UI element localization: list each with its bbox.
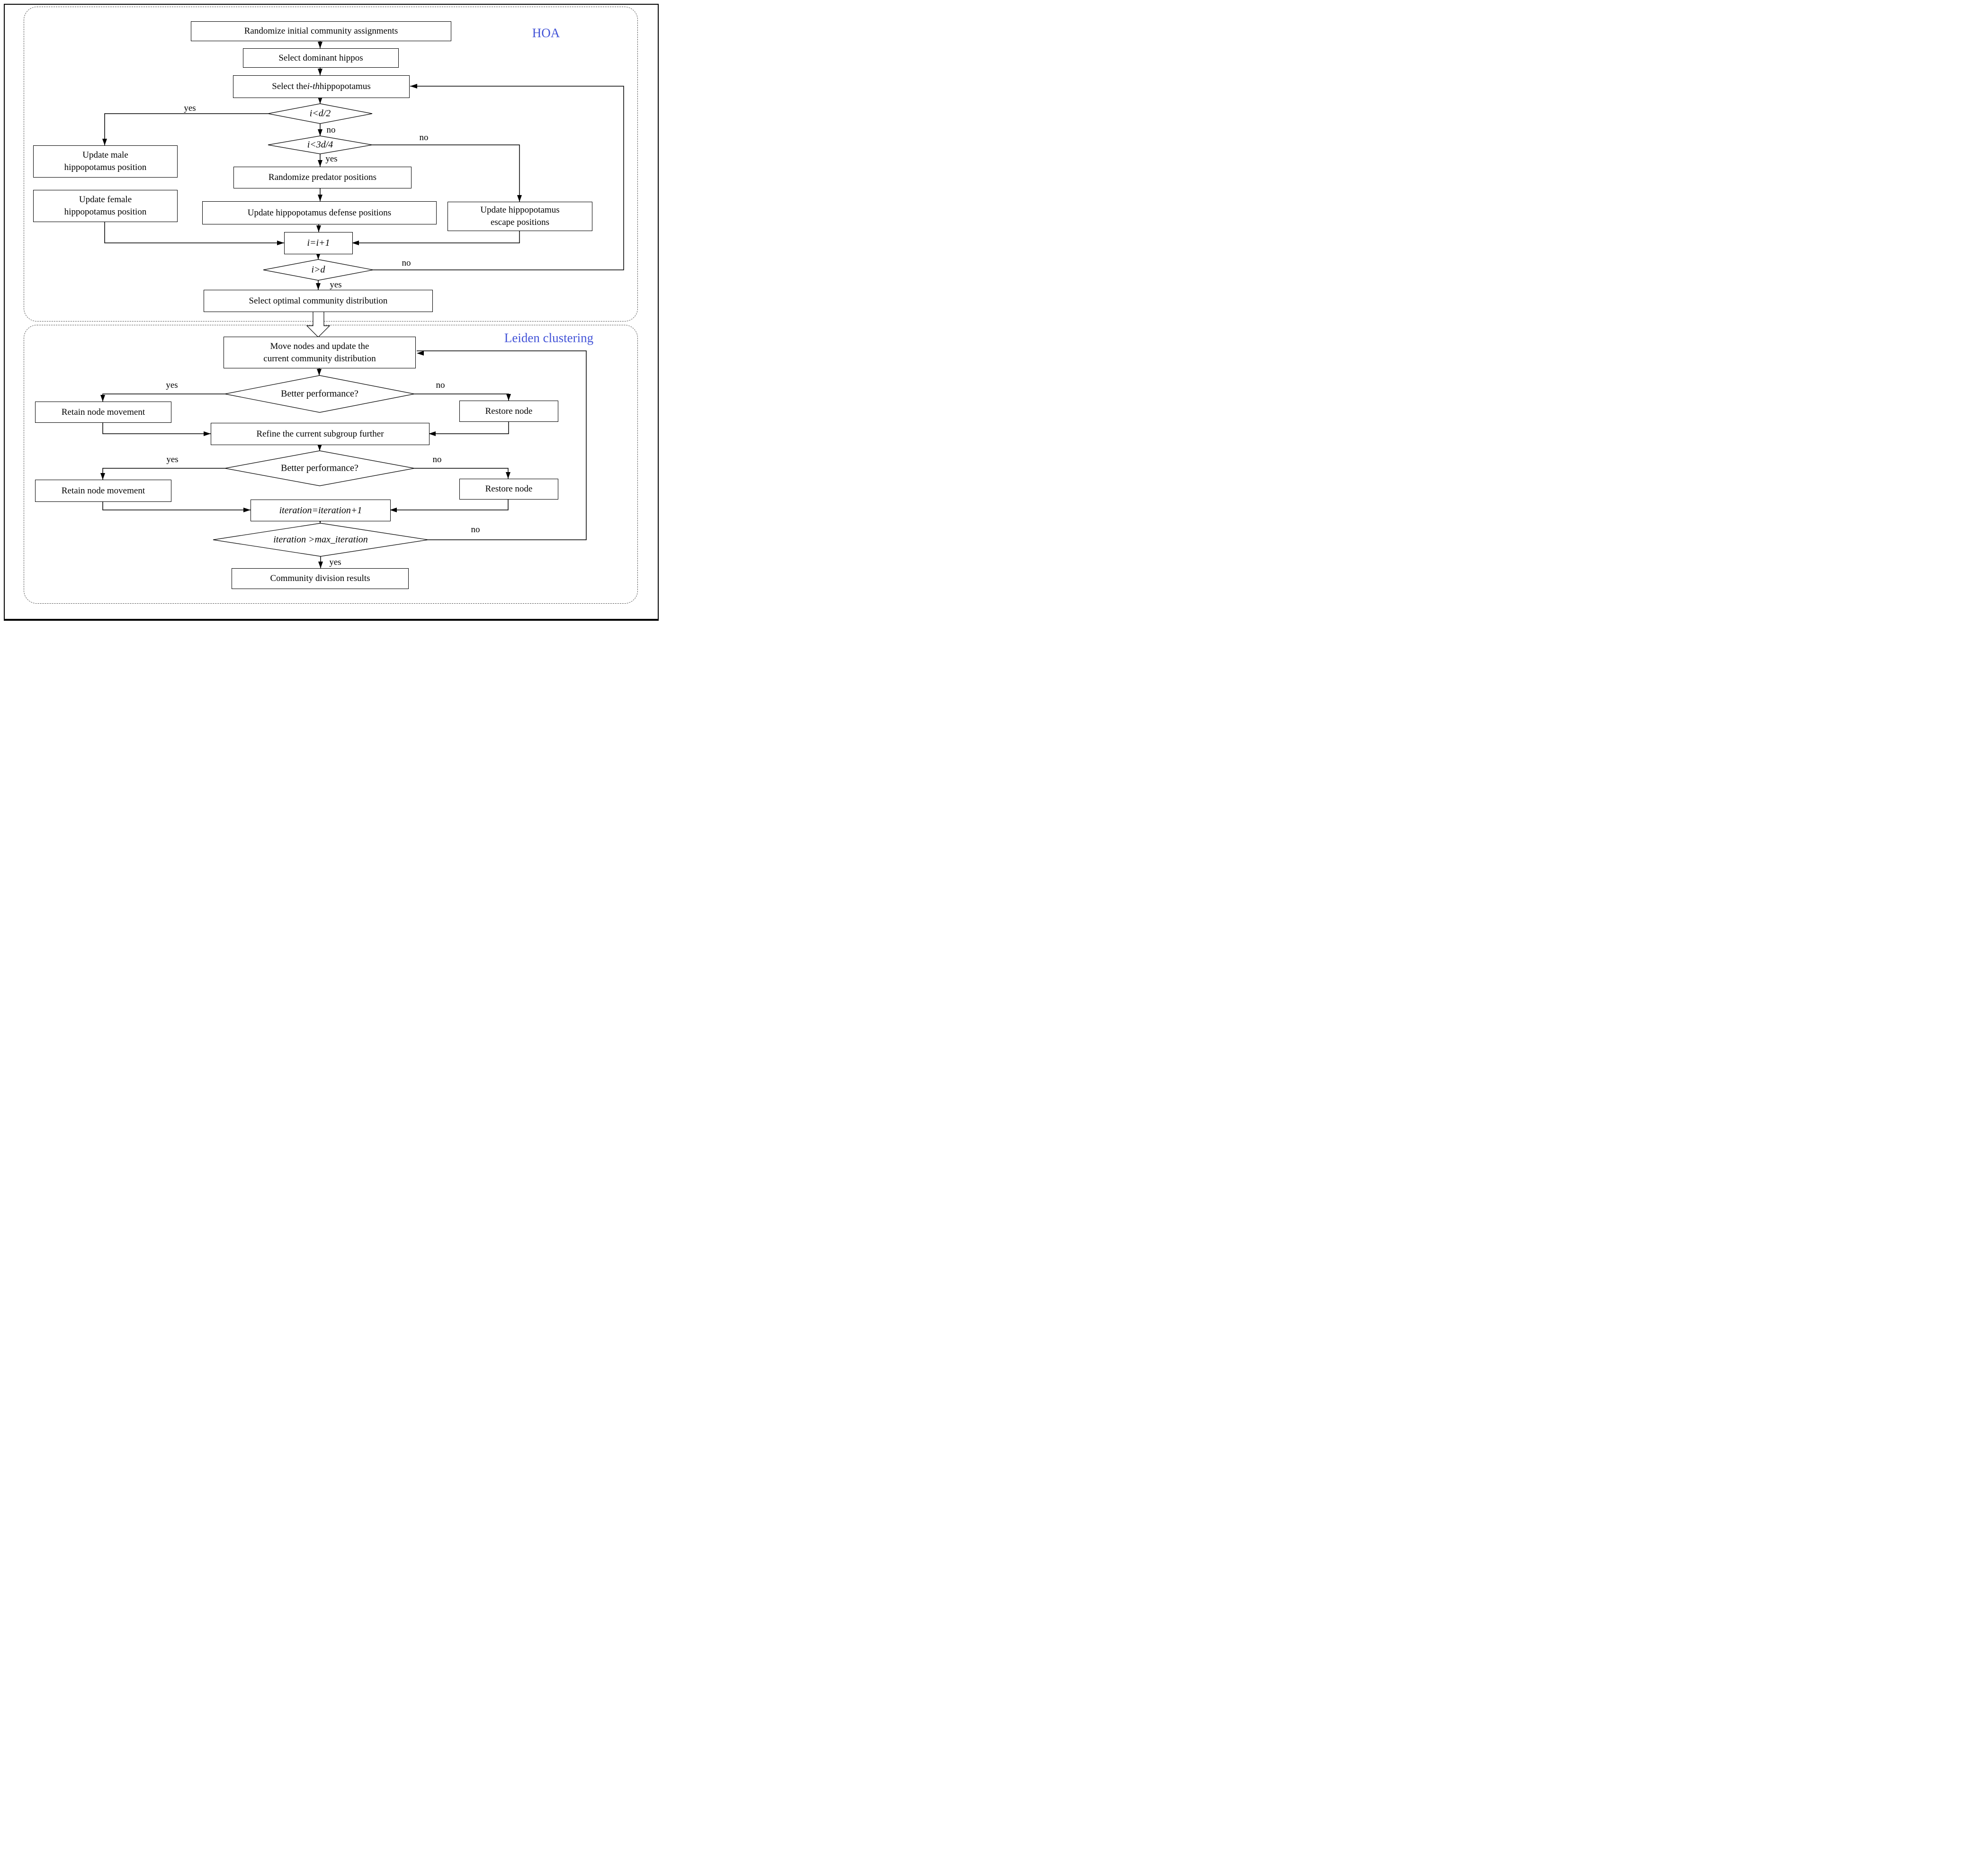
- node-update-defense: Update hippopotamus defense positions: [202, 201, 437, 224]
- label-better-performance-1: Better performance?: [281, 388, 358, 399]
- arrowheads: [100, 42, 522, 568]
- edge-label-yes-i-gt-d: yes: [330, 280, 342, 290]
- outer-border: [4, 4, 659, 621]
- label-cond-max-iteration: iteration >max_iteration: [273, 534, 368, 545]
- node-randomize-predator: Randomize predator positions: [233, 167, 412, 188]
- node-update-male: Update male hippopotamus position: [33, 145, 178, 178]
- edge-label-yes-i-lt-3d4: yes: [325, 154, 338, 164]
- section-transition-arrow-icon: [306, 311, 331, 338]
- connector-lines: [100, 40, 624, 568]
- label-cond-i-gt-d: i>d: [311, 264, 325, 275]
- diamond-i-lt-3d4: [268, 135, 373, 154]
- node-select-dominant: Select dominant hippos: [243, 48, 399, 68]
- hoa-title: HOA: [532, 26, 560, 40]
- edge-label-yes-performance-2: yes: [166, 455, 179, 465]
- select-ith-variable: i-th: [307, 81, 320, 92]
- section-leiden: [24, 325, 638, 604]
- diamond-i-gt-d: [263, 259, 374, 281]
- leiden-title: Leiden clustering: [504, 331, 594, 345]
- node-increment-i: i=i+1: [284, 232, 353, 254]
- node-update-female: Update female hippopotamus position: [33, 190, 178, 222]
- node-refine-subgroup: Refine the current subgroup further: [211, 423, 430, 445]
- label-cond-i-lt-d2: i<d/2: [309, 108, 331, 119]
- edge-label-yes-performance-1: yes: [166, 380, 178, 390]
- node-retain-1: Retain node movement: [35, 402, 171, 423]
- edge-label-no-performance-2: no: [432, 455, 442, 465]
- label-cond-i-lt-3d4: i<3d/4: [307, 139, 333, 150]
- edge-label-no-max-iteration: no: [471, 525, 480, 535]
- node-community-results: Community division results: [232, 568, 409, 589]
- edge-label-no-i-gt-d: no: [402, 258, 411, 268]
- select-ith-suffix: hippopotamus: [320, 81, 371, 92]
- diamond-i-lt-d2: [268, 103, 373, 124]
- label-better-performance-2: Better performance?: [281, 463, 358, 473]
- diamond-better-performance-1: [224, 375, 415, 413]
- node-increment-iteration: iteration=iteration+1: [251, 500, 391, 521]
- node-retain-2: Retain node movement: [35, 480, 171, 502]
- node-randomize-initial: Randomize initial community assignments: [191, 21, 451, 41]
- edge-label-no-i-lt-d2: no: [326, 125, 336, 135]
- node-select-ith: Select the i-th hippopotamus: [233, 75, 410, 98]
- edge-label-no-i-lt-3d4: no: [419, 133, 429, 143]
- node-select-optimal: Select optimal community distribution: [204, 290, 433, 312]
- select-ith-prefix: Select the: [272, 81, 307, 92]
- edge-label-yes-i-lt-d2: yes: [184, 103, 196, 113]
- edge-label-no-performance-1: no: [436, 380, 445, 390]
- section-hoa: [24, 7, 638, 322]
- node-restore-1: Restore node: [459, 401, 558, 422]
- edge-label-yes-max-iteration: yes: [329, 557, 341, 567]
- diamond-better-performance-2: [224, 450, 415, 486]
- node-update-escape: Update hippopotamus escape positions: [448, 202, 592, 231]
- node-move-nodes: Move nodes and update the current commun…: [224, 337, 416, 368]
- flowchart-canvas: HOA Leiden clustering Randomize initial …: [0, 0, 662, 625]
- diamond-iteration-gt-max: [213, 523, 429, 557]
- node-restore-2: Restore node: [459, 479, 558, 500]
